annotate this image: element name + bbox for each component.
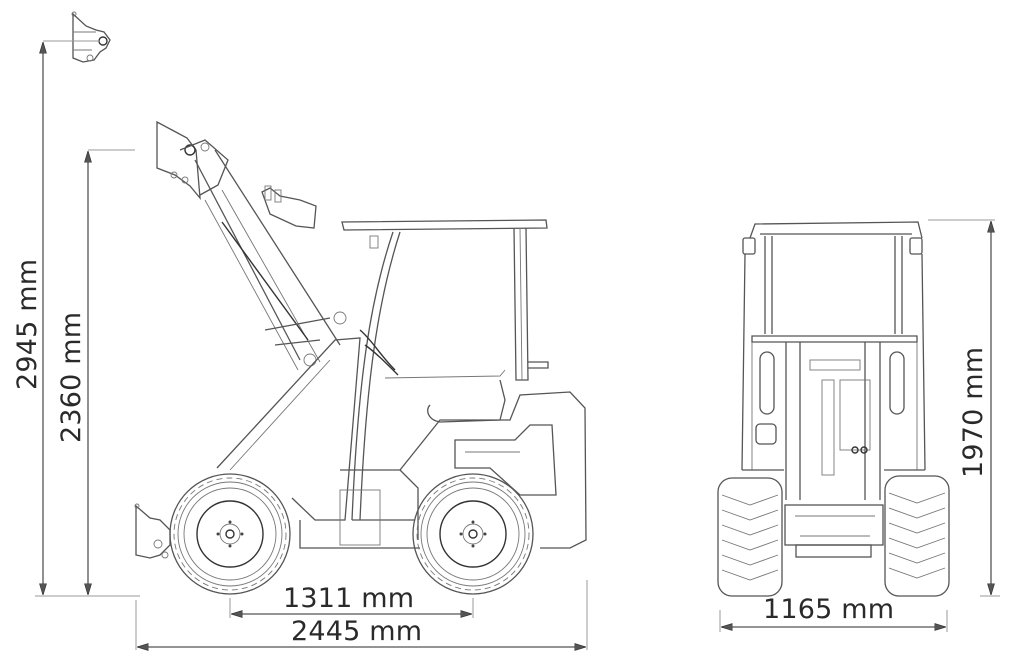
dim-label-pin-height: 2360 mm — [56, 311, 87, 443]
raised-attachment-plate-icon — [71, 11, 111, 63]
dim-label-cab-height: 1970 mm — [958, 346, 989, 478]
front-wheel — [169, 473, 291, 595]
side-view — [35, 11, 588, 650]
chassis-body — [216, 337, 587, 549]
front-left-tyre — [717, 477, 783, 597]
cab-roof-frame — [341, 219, 549, 521]
front-view — [717, 219, 1000, 632]
dim-label-wheelbase: 1311 mm — [283, 583, 415, 614]
front-right-tyre — [884, 475, 950, 597]
dimension-lines-front — [719, 219, 1000, 632]
dimension-lines-side — [35, 40, 588, 650]
front-cab-frame — [741, 221, 926, 558]
dim-label-overall-length: 2445 mm — [291, 616, 423, 647]
rear-wheel — [412, 473, 534, 595]
lowered-attachment-plate-icon — [134, 503, 171, 559]
dim-label-overall-width: 1165 mm — [763, 594, 895, 625]
dim-label-max-height: 2945 mm — [12, 258, 43, 390]
loader-boom-arm — [156, 120, 347, 371]
